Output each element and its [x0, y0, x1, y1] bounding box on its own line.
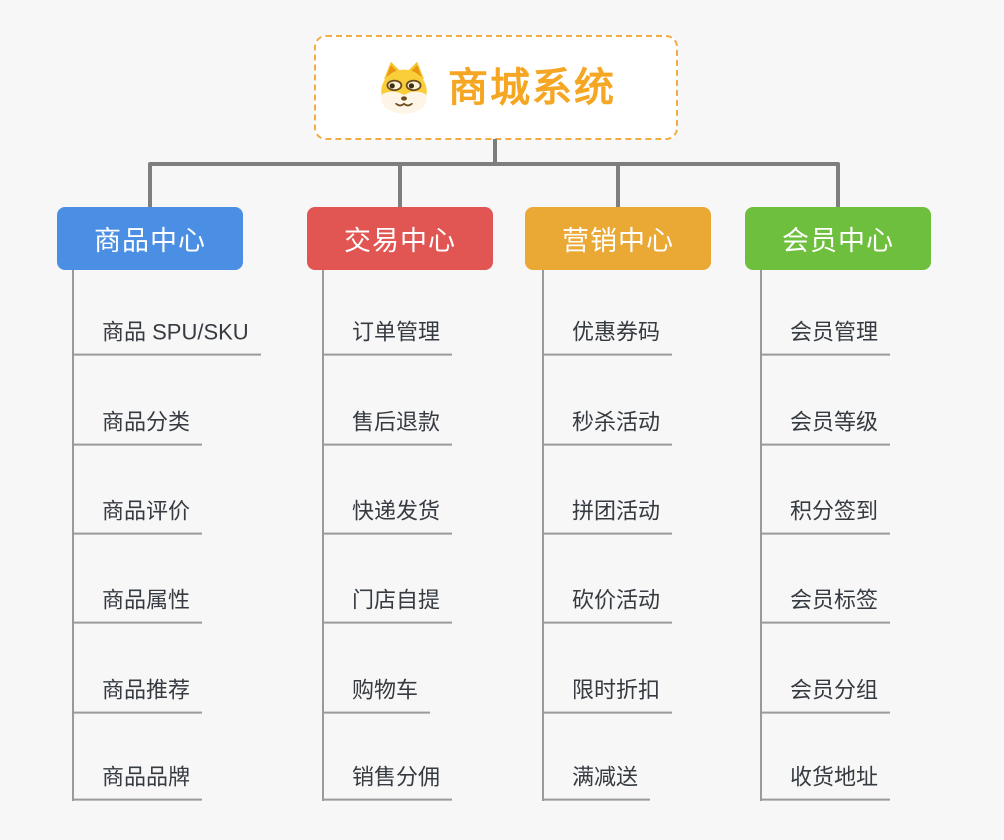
child-node[interactable]: 优惠券码 — [542, 320, 673, 356]
branch-node-member-center[interactable]: 会员中心 — [745, 207, 931, 270]
dog-face-icon — [381, 61, 427, 113]
connector-bus — [148, 162, 840, 166]
branch-node-marketing-center[interactable]: 营销中心 — [525, 207, 711, 270]
child-node[interactable]: 会员分组 — [760, 678, 891, 714]
child-node[interactable]: 满减送 — [542, 765, 651, 801]
child-node[interactable]: 门店自提 — [322, 588, 453, 624]
root-node[interactable]: 商城系统 — [314, 35, 678, 140]
child-node[interactable]: 商品分类 — [72, 410, 203, 446]
child-node[interactable]: 快递发货 — [322, 499, 453, 535]
child-node[interactable]: 拼团活动 — [542, 499, 673, 535]
child-node[interactable]: 售后退款 — [322, 410, 453, 446]
branch-child-connector — [322, 270, 324, 801]
connector-root-stem — [493, 139, 497, 166]
child-node[interactable]: 销售分佣 — [322, 765, 453, 801]
child-node[interactable]: 商品品牌 — [72, 765, 203, 801]
connector-drop-marketing — [616, 164, 620, 208]
root-title: 商城系统 — [448, 65, 616, 110]
child-node[interactable]: 限时折扣 — [542, 678, 673, 714]
child-node[interactable]: 购物车 — [322, 678, 431, 714]
branch-child-connector — [760, 270, 762, 801]
child-node[interactable]: 砍价活动 — [542, 588, 673, 624]
child-node[interactable]: 商品 SPU/SKU — [72, 320, 261, 356]
connector-drop-member — [836, 164, 840, 208]
branch-child-connector — [542, 270, 544, 801]
child-node[interactable]: 收货地址 — [760, 765, 891, 801]
connector-drop-trade — [398, 164, 402, 208]
child-node[interactable]: 会员标签 — [760, 588, 891, 624]
branch-node-product-center[interactable]: 商品中心 — [57, 207, 243, 270]
connector-drop-product — [148, 164, 152, 208]
child-node[interactable]: 会员等级 — [760, 410, 891, 446]
child-node[interactable]: 秒杀活动 — [542, 410, 673, 446]
child-node[interactable]: 订单管理 — [322, 320, 453, 356]
child-node[interactable]: 商品评价 — [72, 499, 203, 535]
child-node[interactable]: 会员管理 — [760, 320, 891, 356]
branch-child-connector — [72, 270, 74, 801]
child-node[interactable]: 商品推荐 — [72, 678, 203, 714]
child-node[interactable]: 商品属性 — [72, 588, 203, 624]
child-node[interactable]: 积分签到 — [760, 499, 891, 535]
branch-node-trade-center[interactable]: 交易中心 — [307, 207, 493, 270]
